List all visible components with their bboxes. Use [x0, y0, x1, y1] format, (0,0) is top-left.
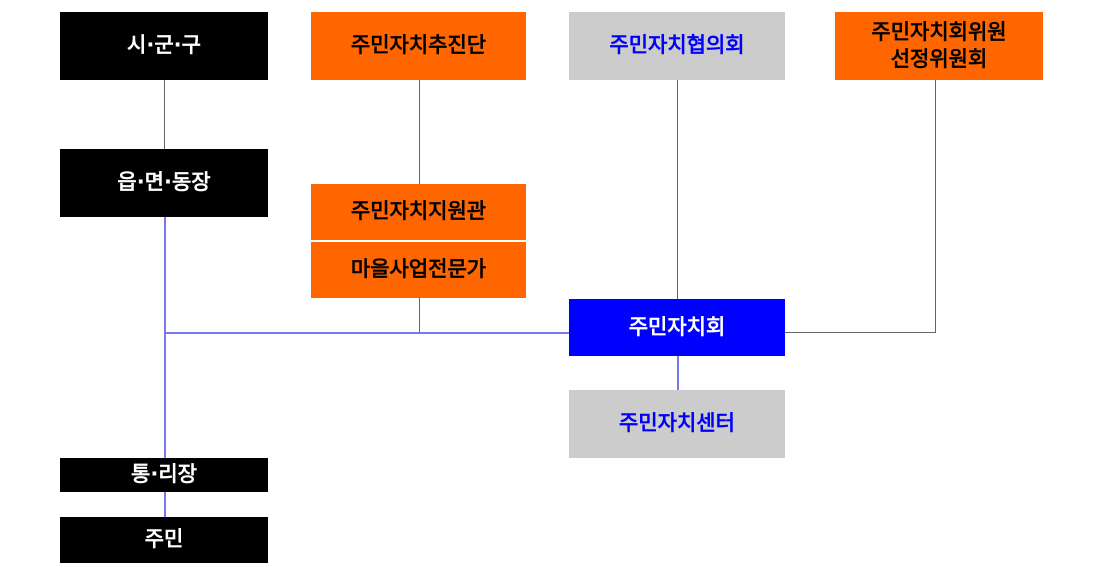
node-promotion-team: 주민자치추진단 [311, 12, 526, 80]
connector-line [935, 80, 936, 333]
node-resident-council: 주민자치회 [569, 299, 785, 356]
connector-line [677, 356, 679, 390]
node-support-officer: 주민자치지원관 [311, 184, 526, 240]
connector-line [419, 298, 420, 332]
node-eupmyeondong: 읍·면·동장 [60, 149, 268, 217]
connector-line [164, 332, 569, 334]
node-sigungu: 시·군·구 [60, 12, 268, 80]
node-autonomy-center: 주민자치센터 [569, 390, 785, 458]
node-tongri: 통·리장 [60, 458, 268, 492]
node-residents: 주민 [60, 517, 268, 563]
connector-line [164, 80, 165, 149]
node-selection-committee: 주민자치회위원 선정위원회 [835, 12, 1043, 80]
connector-line [677, 80, 678, 299]
connector-line [419, 80, 420, 184]
connector-line [785, 332, 936, 333]
connector-line [164, 217, 166, 517]
node-village-expert: 마을사업전문가 [311, 242, 526, 298]
node-council-association: 주민자치협의회 [569, 12, 785, 80]
